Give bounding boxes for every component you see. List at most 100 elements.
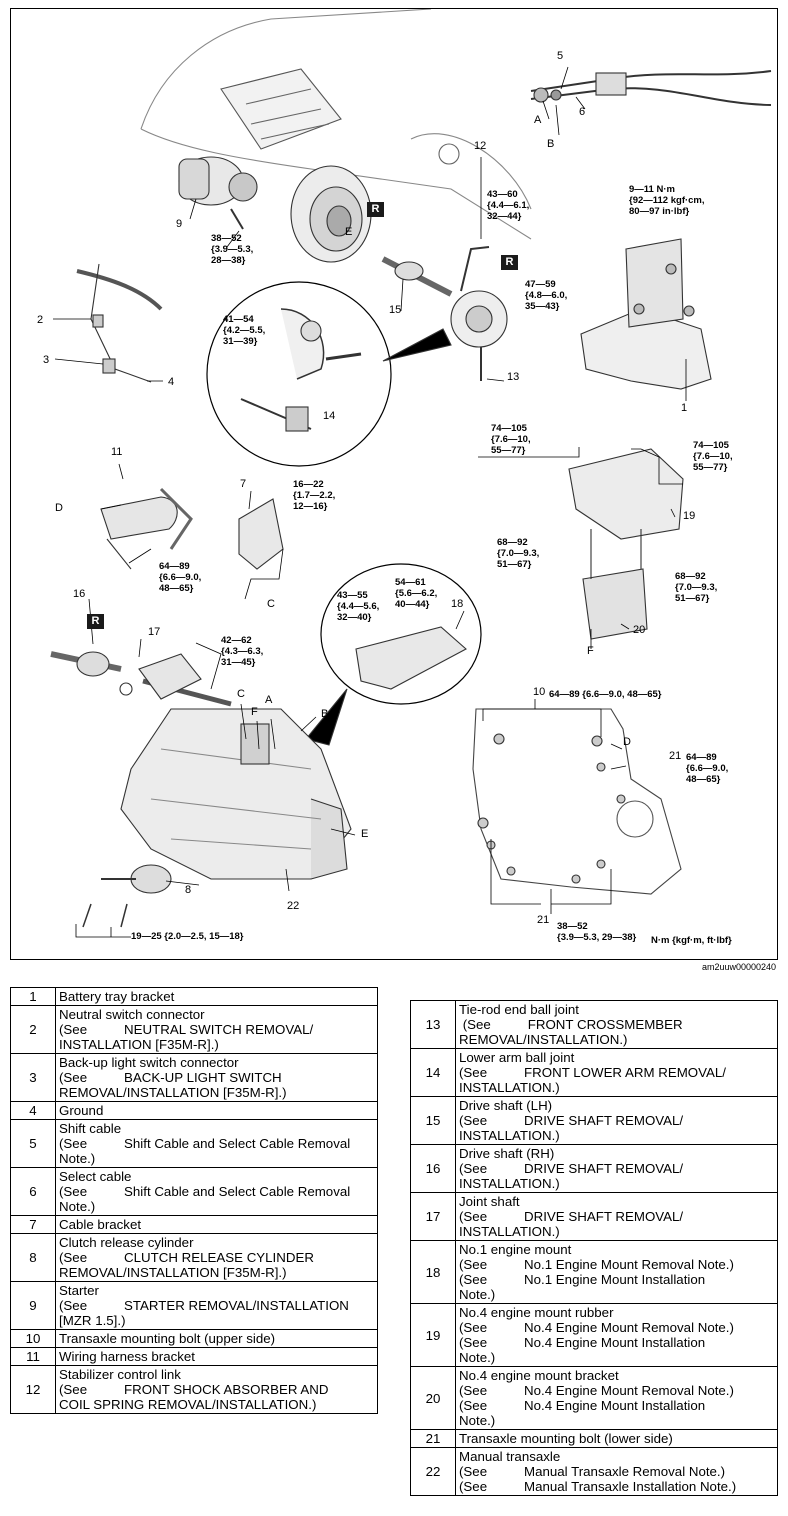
part-description-line: Manual transaxle [459, 1449, 561, 1464]
part-number: 10 [10, 1329, 56, 1348]
torque-knuckle-nut: 47—59{4.8—6.0,35—43} [525, 279, 568, 312]
torque-joint-shaft: 42—62{4.3—6.3,31—45} [221, 635, 264, 668]
torque-clutch-bolts: 19—25 {2.0—2.5, 15—18} [131, 931, 244, 942]
part-description-line: INSTALLATION [F35M-R].) [59, 1037, 219, 1052]
part-description-line: (See No.4 Engine Mount Removal Note.) [459, 1383, 734, 1398]
part-description: Battery tray bracket [55, 987, 378, 1006]
clutch-cylinder-drawing [82, 864, 172, 928]
part-number: 16 [410, 1144, 456, 1193]
units-note: N·m {kgf·m, ft·lbf} [651, 935, 732, 946]
engine-mount-drawing [568, 448, 684, 640]
part-description-line: No.4 engine mount bracket [459, 1368, 619, 1383]
part-description: Select cable(See Shift Cable and Select … [55, 1167, 378, 1216]
part-description-line: INSTALLATION.) [459, 1176, 560, 1191]
part-description-line: No.1 engine mount [459, 1242, 572, 1257]
callout-letter-e2: E [361, 828, 369, 840]
part-description-line: Clutch release cylinder [59, 1235, 194, 1250]
part-description-line: (See NEUTRAL SWITCH REMOVAL/ [59, 1022, 314, 1037]
torque-lower-bolt-bottom: 38—52{3.9—5.3, 29—38} [557, 921, 637, 943]
knuckle-drawing [450, 246, 508, 381]
part-description-line: Battery tray bracket [59, 989, 175, 1004]
callout-letter-f2: F [251, 706, 258, 718]
part-description-line: Shift cable [59, 1121, 122, 1136]
part-description: Back-up light switch connector(See BACK-… [55, 1053, 378, 1102]
part-description-line: (See No.4 Engine Mount Installation [459, 1398, 706, 1413]
part-description: Ground [55, 1101, 378, 1120]
part-description-line: No.4 engine mount rubber [459, 1305, 614, 1320]
callout-2: 2 [37, 314, 44, 326]
part-description-line: (See Manual Transaxle Removal Note.) [459, 1464, 726, 1479]
torque-mount20-right: 68—92{7.0—9.3,51—67} [675, 571, 718, 604]
part-description-line: (See Shift Cable and Select Cable Remova… [59, 1136, 351, 1151]
part-number: 15 [410, 1096, 456, 1145]
part-description: No.1 engine mount (See No.1 Engine Mount … [455, 1240, 778, 1304]
torque-mount-bracket-left: 74—105{7.6—10,55—77} [491, 423, 531, 456]
harness-drawing [76, 269, 163, 311]
torque-upper-bolt: 64—89 {6.6—9.0, 48—65} [549, 689, 662, 700]
part-description: Transaxle mounting bolt (lower side) [455, 1429, 778, 1448]
part-description: Drive shaft (RH)(See DRIVE SHAFT REMOVAL… [455, 1144, 778, 1193]
part-number: 18 [410, 1240, 456, 1304]
part-number: 17 [410, 1192, 456, 1241]
part-description: Drive shaft (LH)(See DRIVE SHAFT REMOVAL… [455, 1096, 778, 1145]
torque-mount20-left: 68—92{7.0—9.3,51—67} [497, 537, 540, 570]
part-description-line: REMOVAL/INSTALLATION.) [459, 1032, 628, 1047]
part-description-line: Starter [59, 1283, 99, 1298]
part-number: 7 [10, 1215, 56, 1234]
part-description-line: (See No.1 Engine Mount Installation [459, 1272, 706, 1287]
part-description-line: Select cable [59, 1169, 132, 1184]
torque-mount-bracket-right: 74—105{7.6—10,55—77} [693, 440, 733, 473]
callout-9: 9 [176, 218, 183, 230]
part-description-line: Wiring harness bracket [59, 1349, 195, 1364]
part-number: 1 [10, 987, 56, 1006]
callout-8: 8 [185, 884, 192, 896]
exploded-diagram: 5 6 A B 12 9 E 15 2 3 4 13 1 14 11 7 D 1… [10, 8, 778, 960]
part-description-line: Cable bracket [59, 1217, 142, 1232]
torque-starter: 38—52{3.9—5.3,28—38} [211, 233, 254, 266]
starter-drawing [178, 156, 258, 230]
part-description-line: REMOVAL/INSTALLATION [F35M-R].) [59, 1085, 287, 1100]
part-description-line: Tie-rod end ball joint [459, 1002, 579, 1017]
part-description: No.4 engine mount bracket(See No.4 Engin… [455, 1366, 778, 1430]
part-number: 9 [10, 1281, 56, 1330]
part-description-line: (See No.4 Engine Mount Installation [459, 1335, 706, 1350]
part-description: Starter(See STARTER REMOVAL/INSTALLATION… [55, 1281, 378, 1330]
replace-mark: R [87, 614, 104, 629]
callout-letter-f: F [587, 645, 594, 657]
part-description-line: (See Shift Cable and Select Cable Remova… [59, 1184, 351, 1199]
callout-letter-c: C [267, 598, 275, 610]
part-description-line: (See No.4 Engine Mount Removal Note.) [459, 1320, 734, 1335]
part-description-line: Transaxle mounting bolt (lower side) [459, 1431, 673, 1446]
part-description: Manual transaxle(See Manual Transaxle Re… [455, 1447, 778, 1496]
part-number: 14 [410, 1048, 456, 1097]
callout-3: 3 [43, 354, 50, 366]
part-number: 5 [10, 1119, 56, 1168]
leader-lines [53, 66, 687, 938]
part-description: Clutch release cylinder(See CLUTCH RELEA… [55, 1233, 378, 1282]
replace-mark: R [367, 202, 384, 217]
harness-bracket-drawing [100, 487, 193, 570]
part-description-line: Note.) [459, 1350, 496, 1365]
callout-letter-b: B [547, 138, 555, 150]
callout-letter-a2: A [265, 694, 273, 706]
part-description-line: Transaxle mounting bolt (upper side) [59, 1331, 276, 1346]
part-description: Neutral switch connector(See NEUTRAL SWI… [55, 1005, 378, 1054]
part-description: Stabilizer control link(See FRONT SHOCK … [55, 1365, 378, 1414]
part-description: Shift cable(See Shift Cable and Select C… [55, 1119, 378, 1168]
engine-outline [140, 9, 532, 240]
transaxle-drawing [120, 708, 352, 880]
callout-22: 22 [287, 900, 300, 912]
part-description-line: INSTALLATION.) [459, 1080, 560, 1095]
